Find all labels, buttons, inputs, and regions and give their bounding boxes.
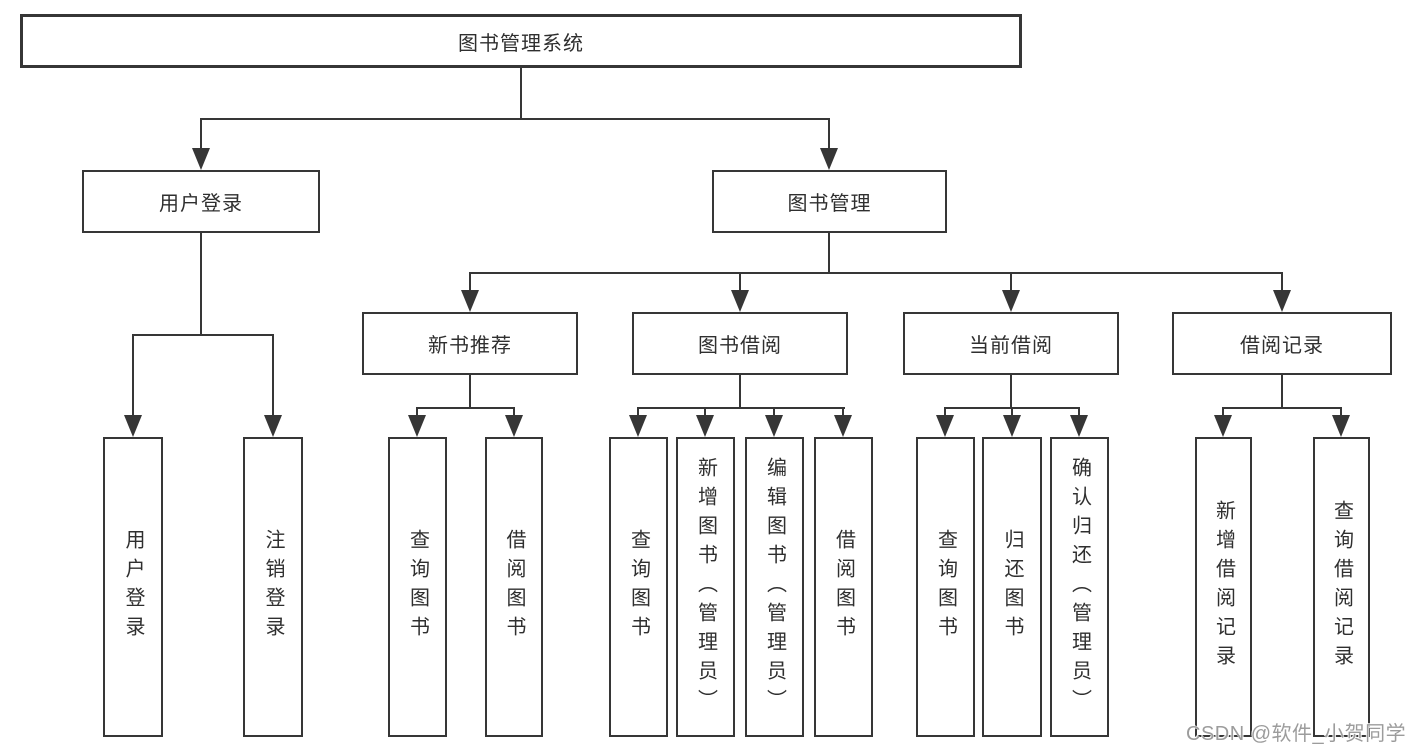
leaf-borrow-books: 借阅图书 (814, 437, 873, 737)
connector-line (513, 407, 515, 417)
leaf-confirm-return-admin: 确认归还（管理员） (1050, 437, 1109, 737)
connector-line (828, 233, 830, 274)
leaf-add-borrow-record: 新增借阅记录 (1195, 437, 1252, 737)
arrowhead (1332, 415, 1350, 437)
arrowhead (461, 290, 479, 312)
connector-line (1340, 407, 1342, 417)
leaf-query-borrow-record: 查询借阅记录 (1313, 437, 1370, 737)
connector-line (828, 118, 830, 150)
connector-line (1222, 407, 1342, 409)
leaf-add-books-admin: 新增图书（管理员） (676, 437, 735, 737)
node-borrow-records: 借阅记录 (1172, 312, 1392, 375)
leaf-return-books: 归还图书 (982, 437, 1042, 737)
arrowhead (1003, 415, 1021, 437)
arrowhead (1214, 415, 1232, 437)
arrowhead (505, 415, 523, 437)
arrowhead (124, 415, 142, 437)
leaf-logout: 注销登录 (243, 437, 303, 737)
connector-line (739, 272, 741, 292)
arrowhead (834, 415, 852, 437)
connector-line (637, 407, 639, 417)
arrowhead (765, 415, 783, 437)
connector-line (132, 334, 134, 417)
arrowhead (731, 290, 749, 312)
node-current-borrow: 当前借阅 (903, 312, 1119, 375)
csdn-watermark: CSDN @软件_小贺同学 (1186, 723, 1405, 745)
leaf-borrow-books-recommend: 借阅图书 (485, 437, 543, 737)
arrowhead (820, 148, 838, 170)
node-new-book-recommend: 新书推荐 (362, 312, 578, 375)
leaf-query-books-borrow: 查询图书 (609, 437, 668, 737)
connector-line (200, 118, 830, 120)
connector-line (1010, 375, 1012, 409)
connector-line (469, 272, 1283, 274)
leaf-query-books-recommend: 查询图书 (388, 437, 447, 737)
connector-line (469, 272, 471, 292)
arrowhead (629, 415, 647, 437)
connector-line (1222, 407, 1224, 417)
arrowhead (408, 415, 426, 437)
node-book-management: 图书管理 (712, 170, 947, 233)
connector-line (944, 407, 946, 417)
connector-line (200, 233, 202, 336)
connector-line (739, 375, 741, 409)
arrowhead (264, 415, 282, 437)
arrowhead (1273, 290, 1291, 312)
connector-line (1011, 407, 1013, 417)
node-book-borrow: 图书借阅 (632, 312, 848, 375)
connector-line (637, 407, 845, 409)
connector-line (1078, 407, 1080, 417)
connector-line (704, 407, 706, 417)
connector-line (272, 334, 274, 417)
leaf-user-login: 用户登录 (103, 437, 163, 737)
connector-line (1281, 375, 1283, 409)
connector-line (842, 407, 844, 417)
connector-line (773, 407, 775, 417)
connector-line (416, 407, 418, 417)
arrowhead (1070, 415, 1088, 437)
connector-line (1010, 272, 1012, 292)
arrowhead (936, 415, 954, 437)
connector-line (416, 407, 515, 409)
node-root: 图书管理系统 (20, 14, 1022, 68)
connector-line (1281, 272, 1283, 292)
arrowhead (192, 148, 210, 170)
connector-line (200, 118, 202, 150)
connector-line (132, 334, 274, 336)
leaf-edit-books-admin: 编辑图书（管理员） (745, 437, 804, 737)
connector-line (469, 375, 471, 409)
leaf-query-books-current: 查询图书 (916, 437, 975, 737)
arrowhead (1002, 290, 1020, 312)
node-user-login: 用户登录 (82, 170, 320, 233)
arrowhead (696, 415, 714, 437)
connector-line (520, 68, 522, 120)
